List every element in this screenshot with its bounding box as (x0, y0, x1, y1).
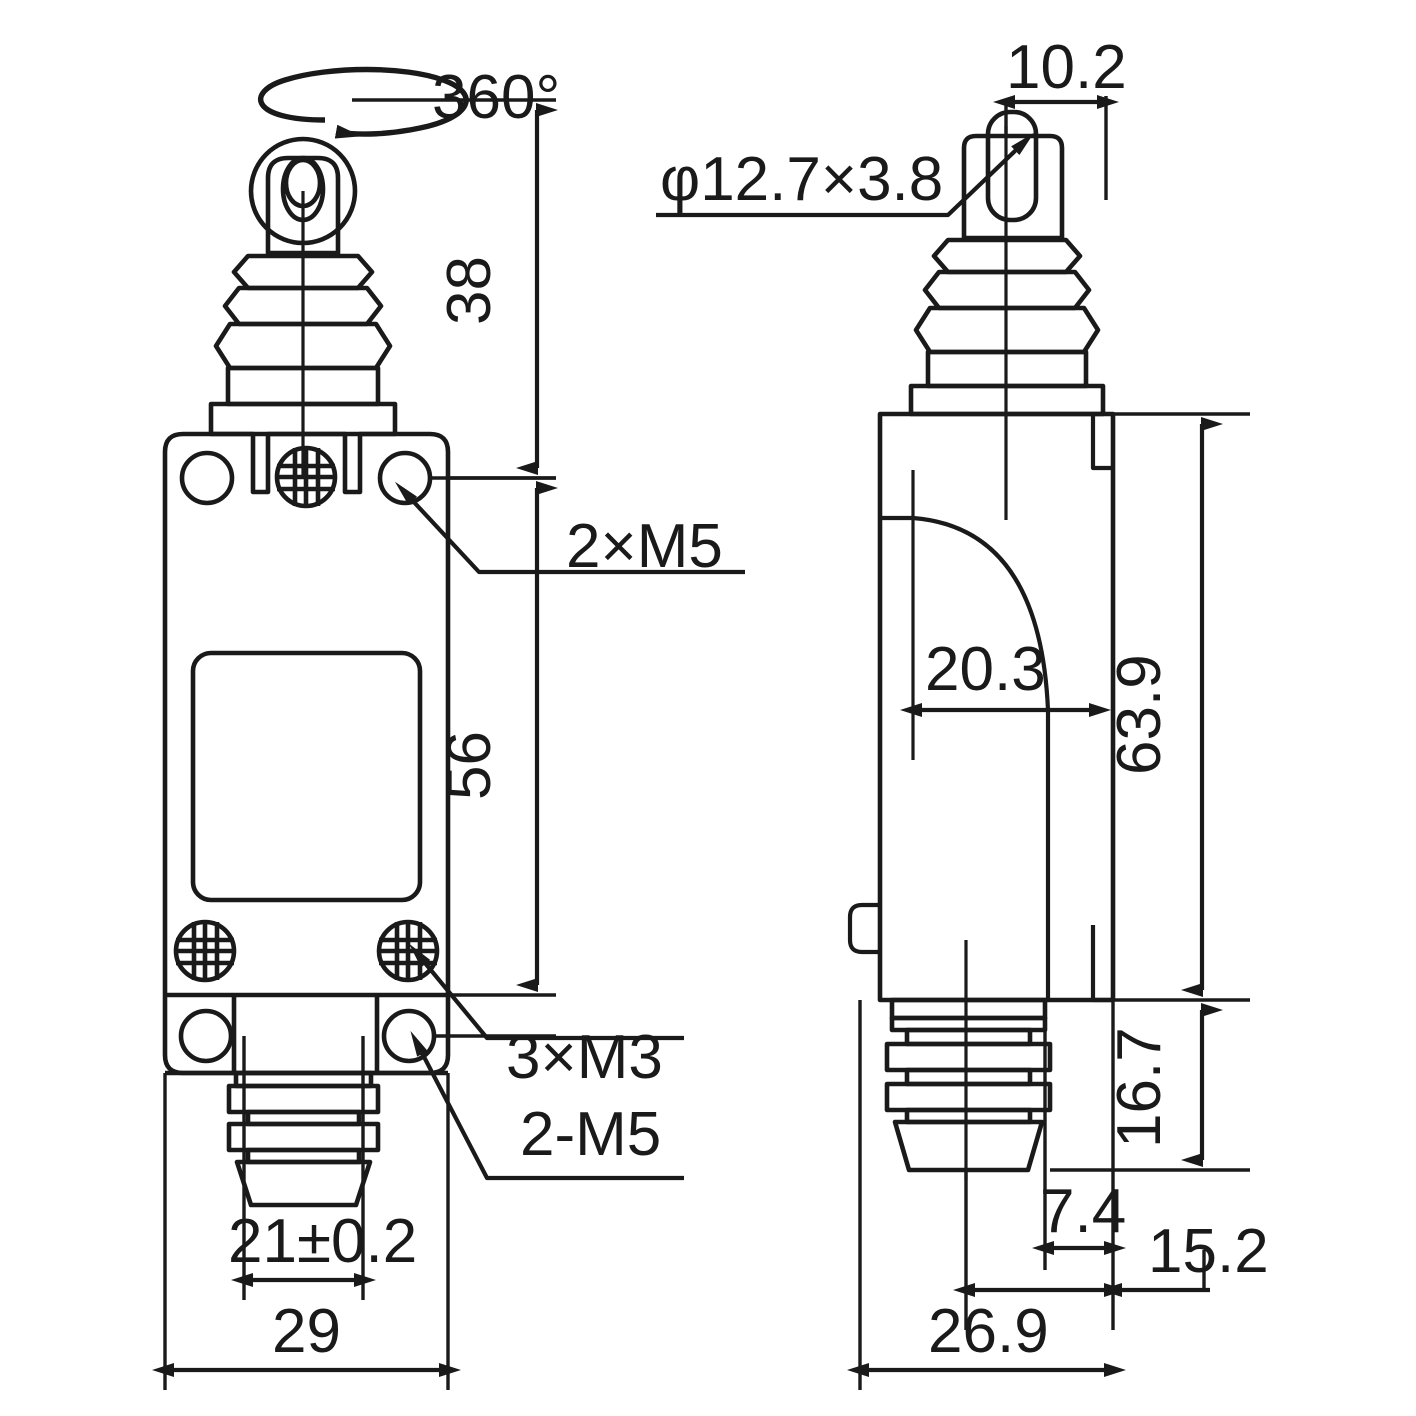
side-view (656, 95, 1250, 1390)
plunger-pin (985, 109, 1039, 223)
label-7-4: 7.4 (1040, 1177, 1126, 1246)
side-tab-left (847, 902, 880, 955)
cable-gland-side (884, 1015, 1053, 1173)
side-body-outline (877, 411, 1116, 1003)
label-2xM5: 2×M5 (566, 512, 723, 581)
leader-3xM3 (409, 943, 684, 1041)
cover-screw-left (173, 919, 237, 983)
conduit-hole-left (178, 1008, 234, 1064)
mount-hole-left (179, 450, 235, 506)
label-3xM3: 3×M3 (506, 1023, 663, 1092)
lever-sweep-arc (912, 515, 1051, 711)
label-10-2: 10.2 (1006, 33, 1127, 102)
label-15-2: 15.2 (1148, 1217, 1269, 1286)
label-21: 21±0.2 (228, 1207, 417, 1276)
side-tab-bottom (1090, 925, 1113, 1003)
label-360: 360° (432, 63, 560, 132)
leader-2xM5 (394, 481, 745, 575)
label-56: 56 (435, 731, 504, 800)
label-20-3: 20.3 (925, 635, 1046, 704)
body-outline (162, 431, 451, 1076)
cover-screw-right (376, 919, 440, 983)
rotation-360-icon (258, 66, 469, 139)
label-2-M5: 2-M5 (520, 1100, 661, 1169)
side-conduit-neck (889, 997, 1048, 1021)
lever-fork (265, 155, 341, 256)
label-38: 38 (435, 256, 504, 325)
label-63-9: 63.9 (1105, 654, 1174, 775)
front-view (152, 66, 745, 1390)
conduit-hole-right (381, 1008, 437, 1064)
cable-gland-front (226, 1070, 381, 1208)
top-screw (274, 445, 338, 509)
dimension-labels: 360° 38 56 2×M5 3×M3 2-M5 21±0.2 29 10.2… (228, 33, 1269, 1366)
mount-hole-right (377, 450, 433, 506)
leader-2-M5 (410, 1030, 684, 1181)
label-29: 29 (272, 1297, 341, 1366)
plunger-shoulder (961, 133, 1065, 241)
side-tab-top (1090, 414, 1113, 471)
label-phi-12-7: φ12.7×3.8 (660, 145, 943, 214)
label-26-9: 26.9 (928, 1297, 1049, 1366)
label-16-7: 16.7 (1105, 1027, 1174, 1148)
cover-plate (190, 650, 423, 903)
leader-plunger-spec (656, 132, 1035, 218)
